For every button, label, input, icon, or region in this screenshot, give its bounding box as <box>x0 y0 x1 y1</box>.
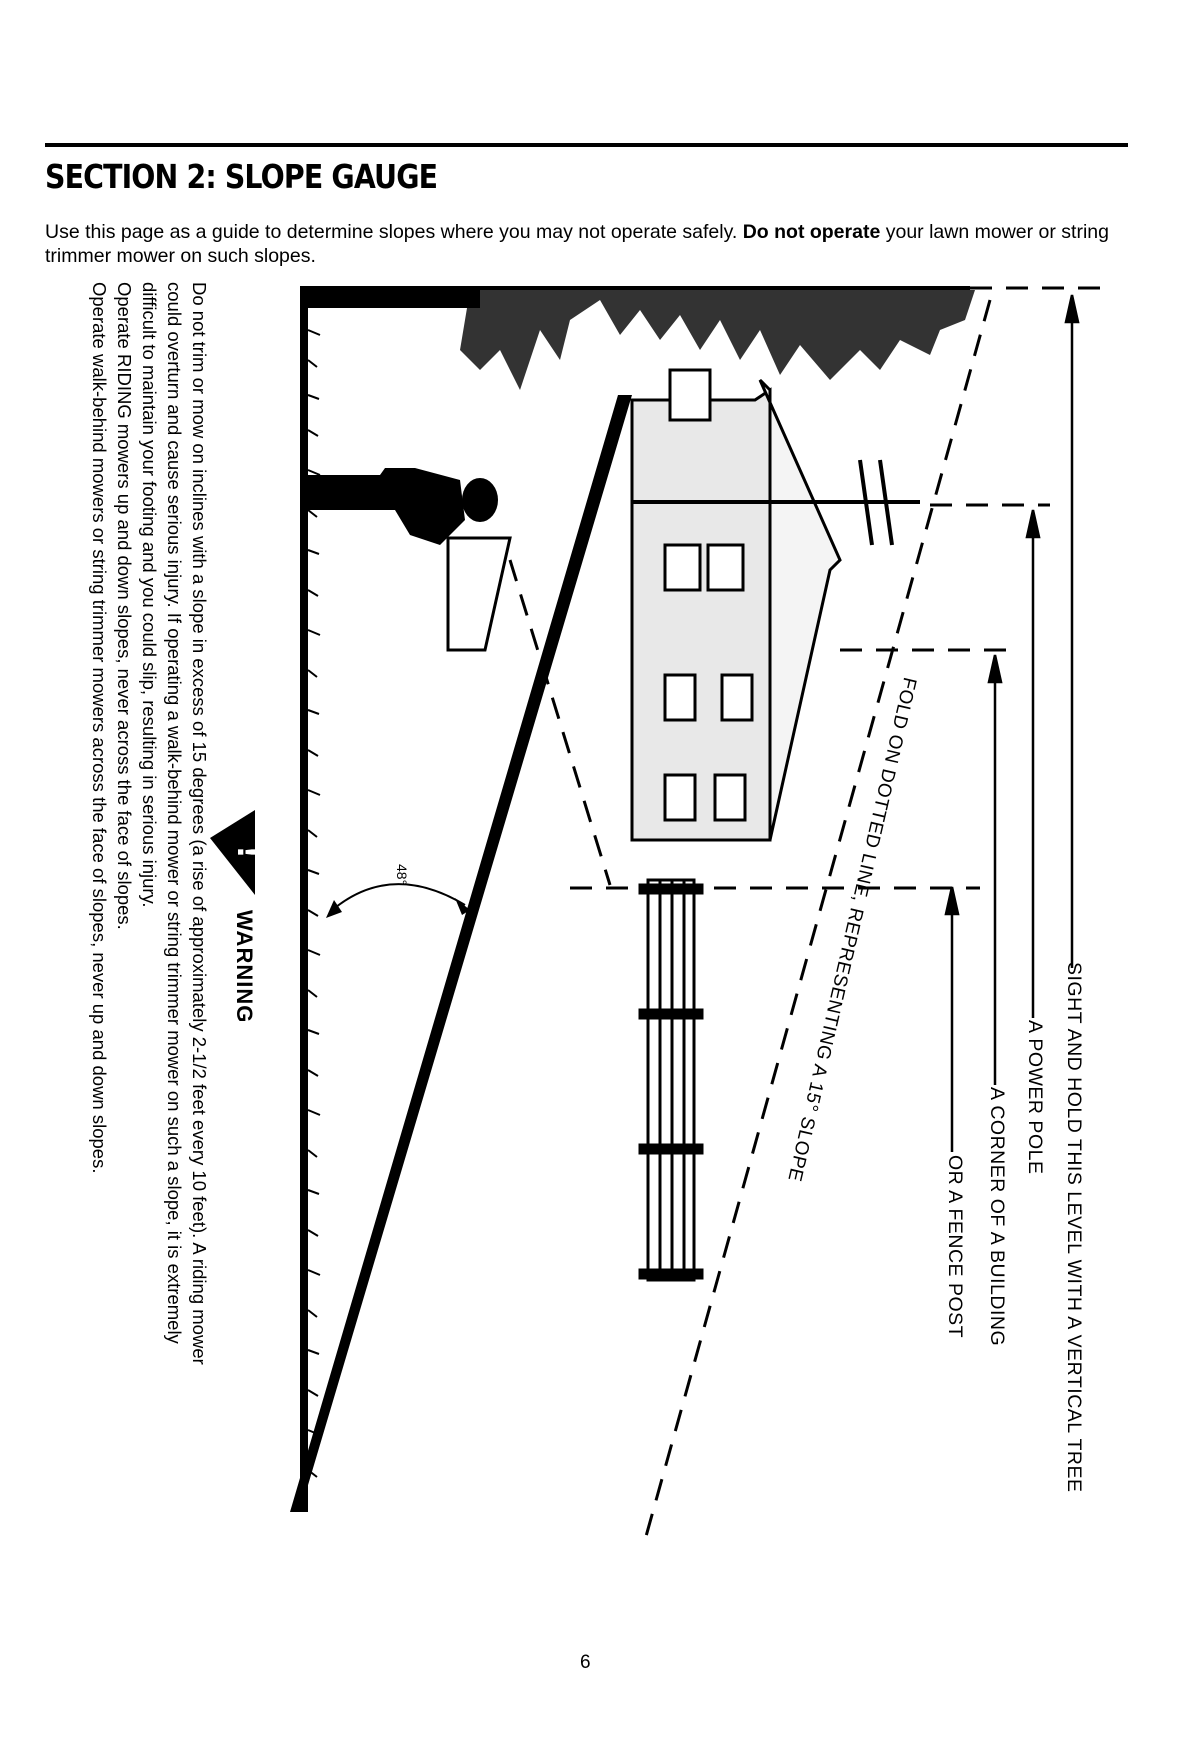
angle-arc <box>330 884 465 912</box>
sight-label-tree: SIGHT AND HOLD THIS LEVEL WITH A VERTICA… <box>1062 962 1085 1493</box>
angle-label: 48° <box>394 864 410 885</box>
warning-line-3: difficult to maintain your footing and y… <box>139 282 160 908</box>
person-board <box>448 538 510 650</box>
warning-exclamation-icon: ! <box>230 845 265 859</box>
person-head <box>462 478 498 522</box>
building <box>632 370 840 840</box>
sight-arrows <box>946 295 1078 1152</box>
fence <box>640 880 702 1280</box>
tree-canopy <box>460 290 975 390</box>
warning-line-2: could overturn and cause serious injury.… <box>164 282 185 1344</box>
warning-line-5: Operate walk-behind mowers or string tri… <box>89 282 110 1173</box>
warning-title: WARNING <box>231 910 257 1023</box>
warning-line-1: Do not trim or mow on inclines with a sl… <box>189 282 210 1365</box>
page-number: 6 <box>580 1652 591 1674</box>
sight-label-pole: A POWER POLE <box>1023 1020 1046 1174</box>
sight-label-building: A CORNER OF A BUILDING <box>985 1087 1008 1346</box>
angle-arrow-left <box>326 900 342 918</box>
warning-line-4: Operate RIDING mowers up and down slopes… <box>114 282 135 930</box>
person <box>300 468 465 545</box>
tree-trunk <box>300 286 480 308</box>
sight-label-fence: OR A FENCE POST <box>943 1155 966 1338</box>
ground-line <box>300 290 308 1512</box>
